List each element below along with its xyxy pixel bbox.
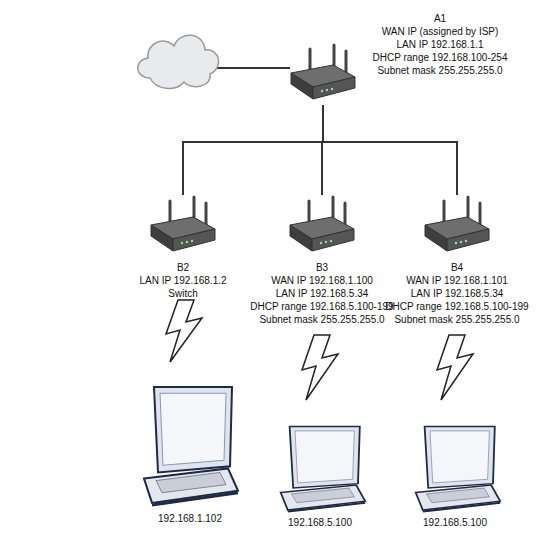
- laptop-node: 192.168.1.102: [135, 385, 245, 525]
- device-setting: LAN IP 192.168.1.2: [108, 274, 258, 287]
- device-setting: WAN IP (assigned by ISP): [355, 25, 525, 38]
- node-icon: [277, 425, 367, 517]
- laptop-icon: [140, 385, 240, 507]
- node-icon: [422, 195, 492, 261]
- router-node: B4WAN IP 192.168.1.101LAN IP 192.168.5.3…: [377, 195, 537, 329]
- device-name: B4: [377, 261, 537, 274]
- router-node: B3WAN IP 192.168.1.100LAN IP 192.168.5.3…: [242, 195, 402, 329]
- device-setting: Switch: [108, 287, 258, 300]
- device-setting: Subnet mask 255.255.255.0: [242, 313, 402, 326]
- network-cable: [183, 105, 323, 195]
- laptop-node: 192.168.5.100: [265, 425, 375, 530]
- router-icon: [422, 195, 492, 257]
- device-setting: LAN IP 192.168.5.34: [377, 287, 537, 300]
- device-setting: WAN IP 192.168.1.101: [377, 274, 537, 287]
- device-setting: Subnet mask 255.255.255.0: [355, 64, 525, 77]
- device-name: B3: [242, 261, 402, 274]
- device-name: B2: [108, 261, 258, 274]
- device-setting: 192.168.1.102: [135, 512, 245, 525]
- node-icon: [287, 195, 357, 261]
- device-setting: WAN IP 192.168.1.100: [242, 274, 402, 287]
- internet-cloud: [138, 35, 219, 88]
- router-node: B2LAN IP 192.168.1.2Switch: [108, 195, 258, 303]
- node-icon: [412, 425, 502, 517]
- device-setting: 192.168.5.100: [400, 516, 510, 529]
- router-icon: [288, 43, 358, 105]
- device-setting: DHCP range 192.168.5.100-199: [377, 300, 537, 313]
- network-cable: [323, 105, 457, 195]
- node-icon: [288, 43, 358, 109]
- device-name: A1: [355, 12, 525, 25]
- router-node: A1WAN IP (assigned by ISP)LAN IP 192.168…: [285, 10, 525, 105]
- device-setting: LAN IP 192.168.1.1: [355, 38, 525, 51]
- wireless-bolt: [302, 335, 338, 400]
- device-setting: DHCP range 192.168.100-254: [355, 51, 525, 64]
- node-icon: [148, 195, 218, 261]
- wireless-bolt: [166, 300, 202, 362]
- laptop-node: 192.168.5.100: [400, 425, 510, 530]
- node-icon: [140, 385, 240, 511]
- device-setting: DHCP range 192.168.5.100-199: [242, 300, 402, 313]
- device-setting: LAN IP 192.168.5.34: [242, 287, 402, 300]
- wireless-bolt: [437, 335, 473, 400]
- laptop-icon: [412, 425, 502, 513]
- device-setting: Subnet mask 255.255.255.0: [377, 313, 537, 326]
- router-icon: [287, 195, 357, 257]
- router-icon: [148, 195, 218, 257]
- laptop-icon: [277, 425, 367, 513]
- device-setting: 192.168.5.100: [265, 516, 375, 529]
